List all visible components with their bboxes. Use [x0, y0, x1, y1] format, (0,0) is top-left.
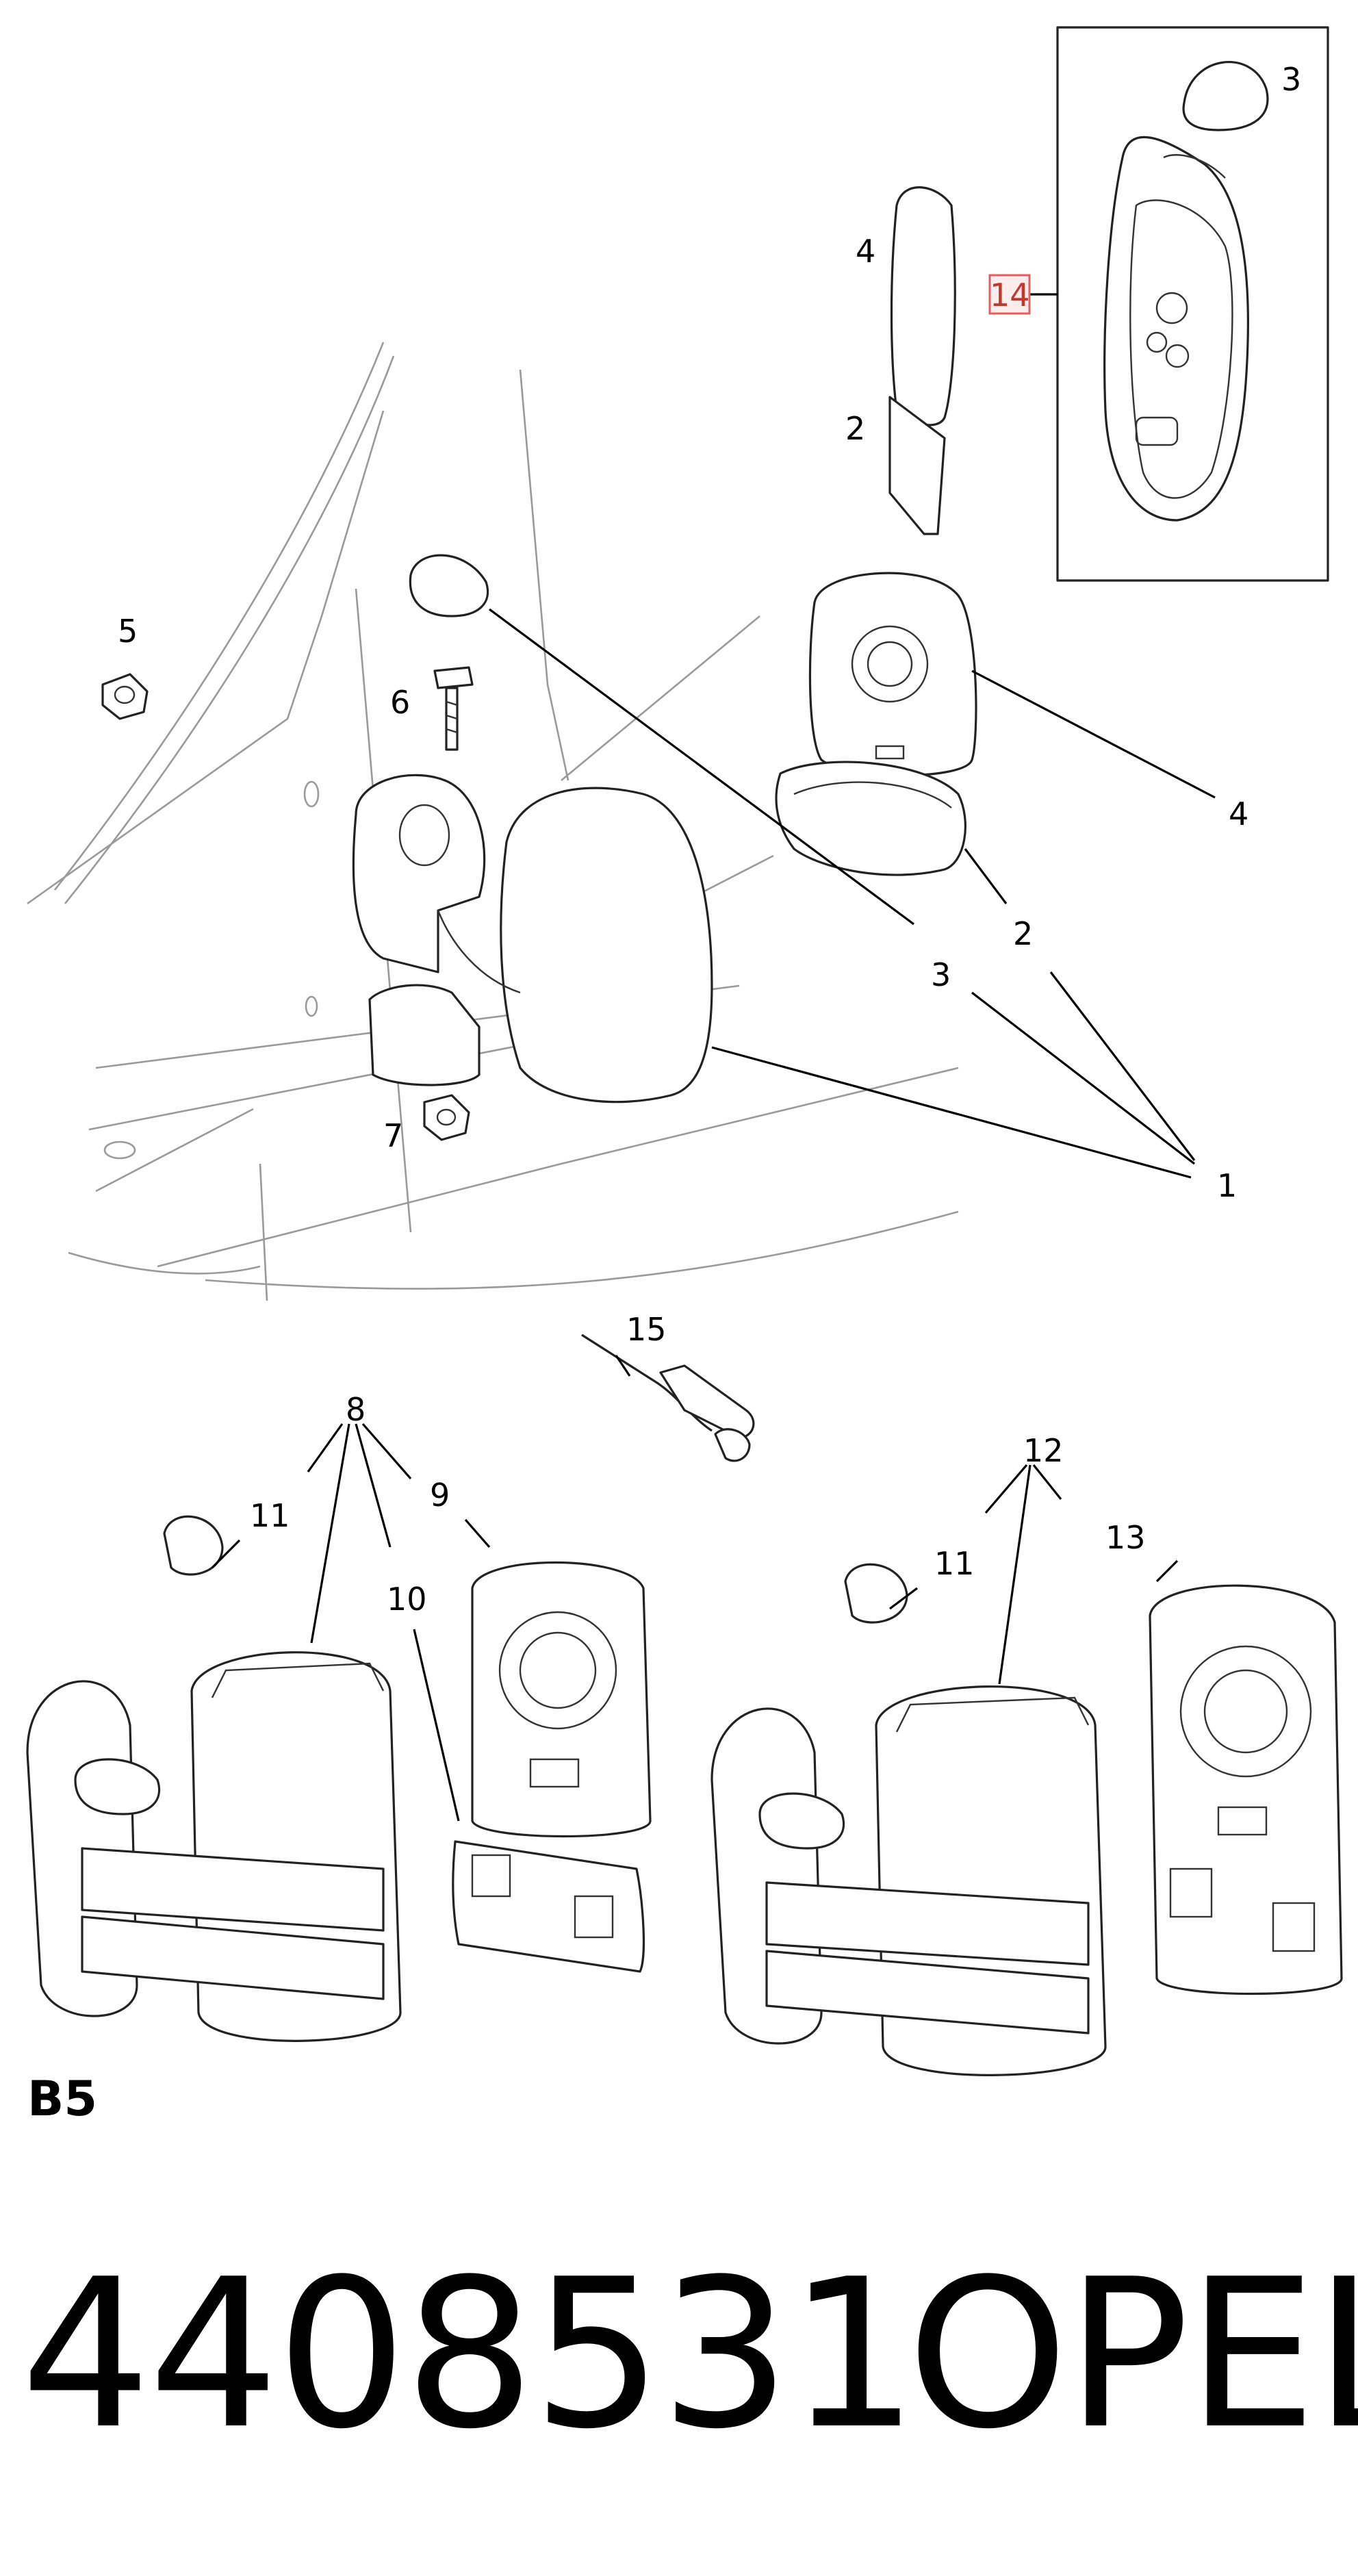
callout-1: 1: [1217, 1167, 1237, 1204]
brand-name: OPEL: [907, 2235, 1358, 2474]
callout-4-mid: 4: [1229, 795, 1248, 832]
callout-15: 15: [626, 1311, 667, 1348]
cap-3-mid: [409, 554, 489, 617]
exploded-parts-diagram: 3 4 14 2 5 6 4 2 3 7 1 15 8 9 11 10 12 1…: [26, 26, 1343, 2076]
cap-3-inset: [1182, 61, 1269, 131]
callout-13: 13: [1105, 1519, 1146, 1556]
door-mirror-1: [352, 774, 713, 1104]
mirror-housing-14: [1103, 136, 1249, 522]
callout-3-mid: 3: [931, 956, 951, 993]
callout-7: 7: [383, 1117, 403, 1154]
callout-4-top: 4: [856, 233, 875, 270]
callout-11-left: 11: [250, 1497, 290, 1534]
callout-8: 8: [346, 1391, 366, 1428]
clip-11-right: [844, 1563, 908, 1624]
callout-6: 6: [390, 684, 410, 721]
callout-14: 14: [990, 277, 1030, 314]
section-code: B5: [27, 2071, 98, 2127]
highlight-box-14: [988, 274, 1031, 315]
callout-labels: 3 4 14 2 5 6 4 2 3 7 1 15 8 9 11 10 12 1…: [118, 61, 1301, 1618]
nut-5: [101, 673, 149, 720]
callout-2-top: 2: [845, 410, 865, 447]
mirror-glass-2-top: [888, 396, 946, 535]
mirror-assembly-12: [710, 1685, 1107, 2076]
callout-5: 5: [118, 613, 138, 650]
nut-7: [423, 1094, 470, 1141]
mirror-glass-4-top: [890, 186, 956, 426]
leader-lines: [211, 293, 1216, 1822]
callout-9: 9: [430, 1477, 450, 1514]
part-number: 4408531: [21, 2235, 919, 2474]
glass-13: [1149, 1584, 1343, 1995]
cable-15: [581, 1334, 755, 1462]
callout-11-right: 11: [934, 1545, 975, 1582]
glass-9: [471, 1561, 652, 1838]
clip-11-left: [163, 1515, 224, 1576]
screw-6: [433, 666, 474, 751]
callout-2-mid: 2: [1013, 915, 1033, 952]
mirror-glass-4-mid: [808, 572, 977, 777]
cover-2-mid: [775, 761, 966, 876]
mirror-assembly-8: [26, 1651, 402, 2042]
callout-10: 10: [387, 1581, 427, 1618]
glass-10: [452, 1840, 645, 1973]
callout-12: 12: [1023, 1432, 1064, 1469]
callout-3-top: 3: [1281, 61, 1301, 98]
